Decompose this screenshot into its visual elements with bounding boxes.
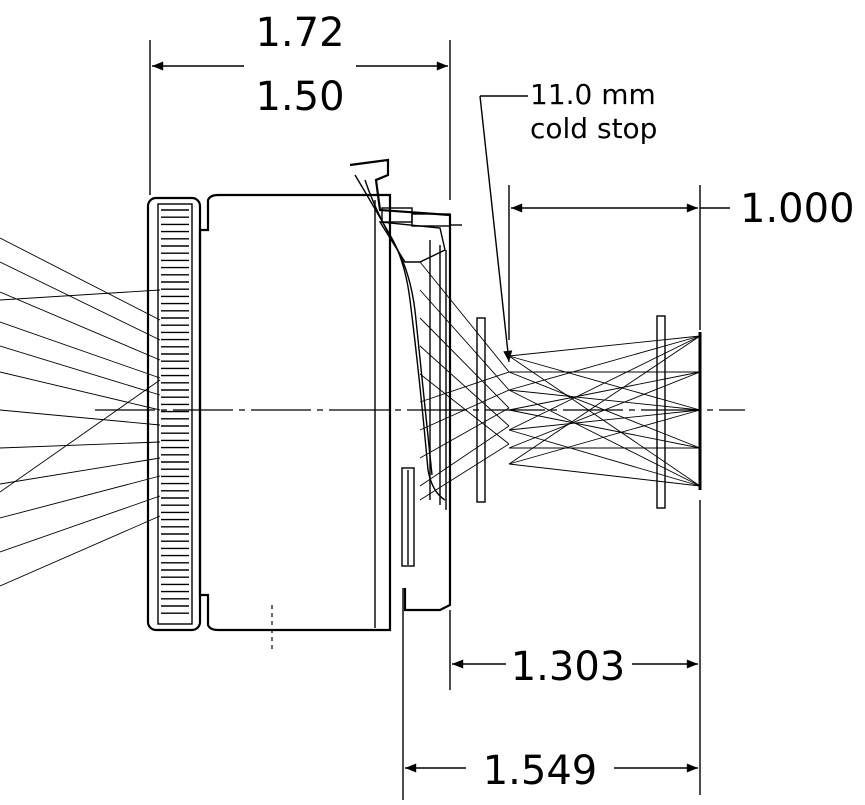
detector-window [656,315,666,509]
dim-flange-to-focal-label: 1.303 [511,644,626,690]
cold-stop-window [476,317,486,503]
ray-bundle [419,261,701,501]
lens-barrel [198,193,392,650]
dimension-stop-to-focal: 1.000 [508,185,855,340]
dim-stop-to-focal-label: 1.000 [740,186,855,232]
dim-back-to-focal-label: 1.549 [483,748,598,794]
cold-stop-size-label: 11.0 mm [530,78,656,111]
dim-overall-label: 1.72 [255,10,344,56]
focus-ring [146,196,202,632]
cold-stop-name-label: cold stop [530,112,657,145]
dim-body-label: 1.50 [255,74,344,120]
dimension-back-to-focal: 1.549 [402,588,698,800]
incoming-rays [0,237,161,587]
cold-stop-callout: 11.0 mm cold stop [479,78,657,363]
dimension-flange-to-focal: 1.303 [449,500,701,795]
dimension-top: 1.72 1.50 [149,10,451,200]
dewar-mount [349,158,462,612]
